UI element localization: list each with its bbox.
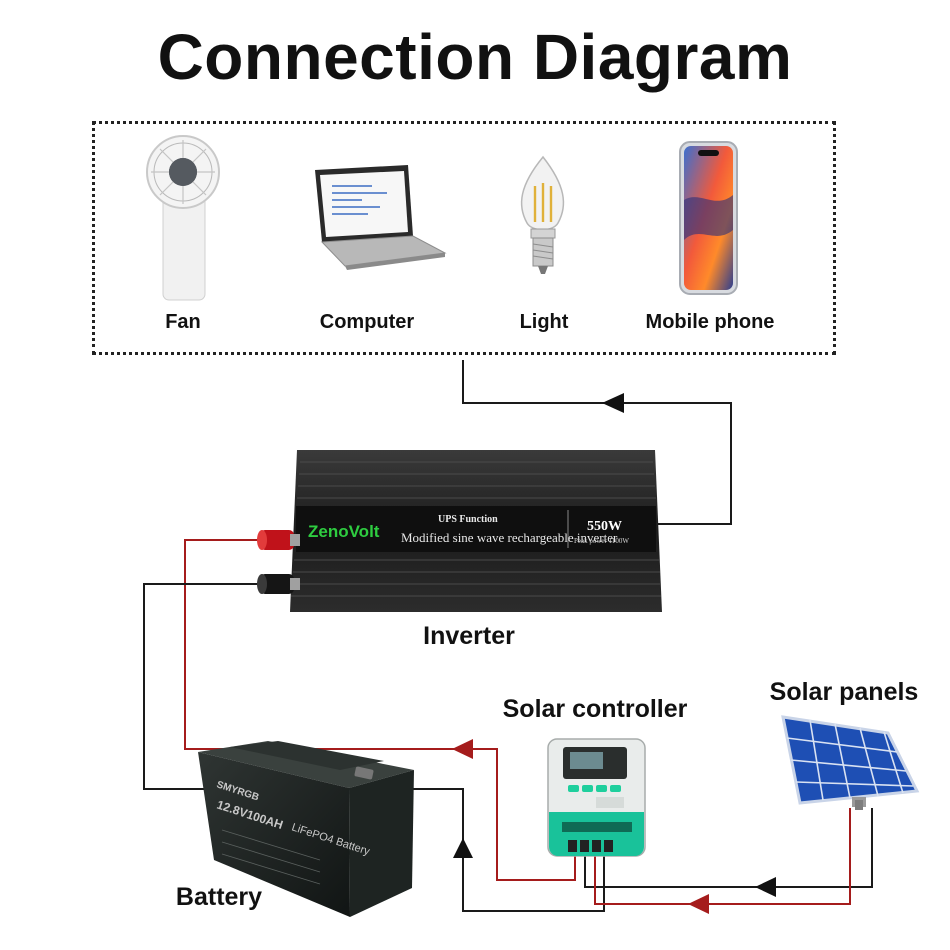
- device-label-light: Light: [519, 311, 569, 333]
- solar-panels-label: Solar panels: [769, 678, 919, 706]
- device-label-mobile-phone: Mobile phone: [645, 311, 775, 333]
- devices-box: [92, 121, 836, 355]
- panel-arrow-black: [755, 877, 776, 897]
- battery-label: Battery: [175, 883, 263, 911]
- device-label-computer: Computer: [319, 311, 415, 333]
- ac-output-wire: [462, 360, 732, 525]
- solar-controller-label: Solar controller: [502, 695, 688, 723]
- panel-arrow-red: [688, 894, 709, 914]
- positive-terminal: [257, 530, 300, 550]
- negative-wire-inverter: [143, 583, 605, 912]
- bulb-icon: [520, 155, 565, 274]
- negative-arrow-battery: [453, 838, 473, 858]
- positive-arrow-controller: [452, 739, 473, 759]
- device-label-fan: Fan: [165, 311, 201, 333]
- negative-wire-panels: [584, 808, 873, 888]
- positive-wire-inverter: [184, 539, 576, 881]
- battery: SMYRGB 12.8V100AH LiFePO4 Battery: [198, 741, 414, 917]
- ac-arrow: [602, 393, 624, 413]
- laptop-icon: [315, 165, 447, 270]
- inverter-peak: Peak power 1100W: [574, 537, 629, 545]
- fan-icon: [146, 135, 220, 301]
- inverter-power: 550W: [587, 519, 622, 534]
- negative-terminal: [257, 574, 300, 594]
- inverter-function: UPS Function: [438, 514, 498, 525]
- solar-controller: [547, 738, 646, 857]
- page-title: Connection Diagram: [157, 21, 793, 93]
- inverter-label: Inverter: [423, 622, 515, 650]
- positive-wire-panels: [594, 808, 851, 905]
- solar-panels: [781, 715, 920, 810]
- phone-icon: [679, 141, 738, 295]
- inverter-brand: ZenoVolt: [308, 522, 380, 541]
- inverter-description: Modified sine wave rechargeable inverter: [401, 530, 618, 545]
- inverter: ZenoVolt UPS Function Modified sine wave…: [257, 450, 662, 612]
